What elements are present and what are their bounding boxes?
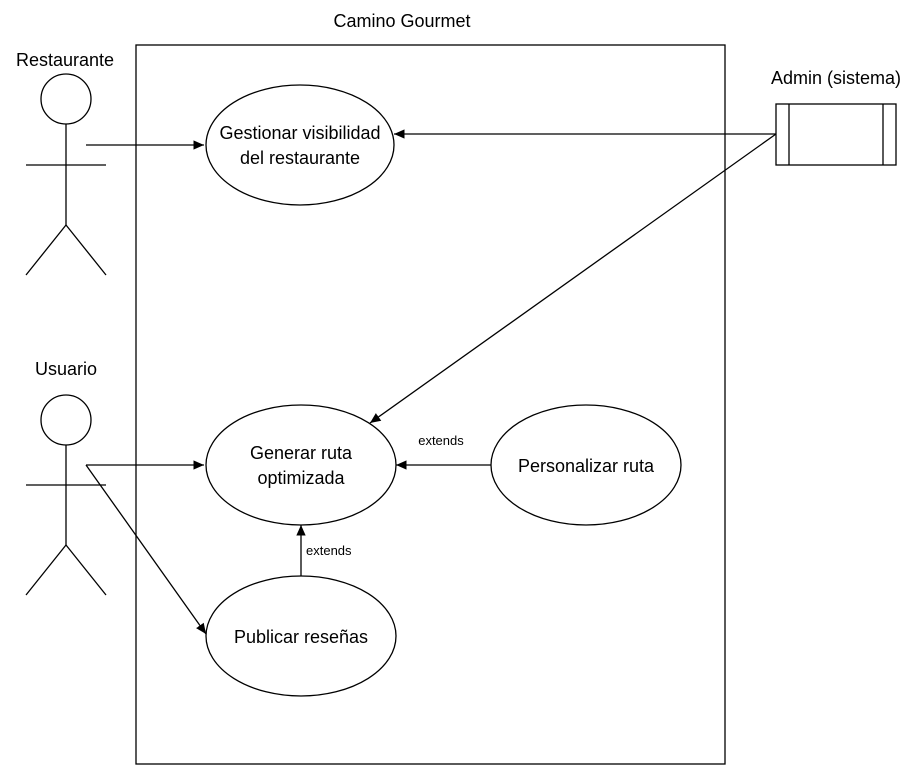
actor-restaurante-label: Restaurante [16,50,114,70]
use-case-gestionar-line1: Gestionar visibilidad [219,123,380,143]
actor-usuario-label: Usuario [35,359,97,379]
actor-restaurante: Restaurante [16,50,114,276]
extends-label-publicar: extends [306,543,352,558]
use-case-personalizar-label: Personalizar ruta [518,456,655,476]
use-case-generar-line1: Generar ruta [250,443,353,463]
actor-usuario: Usuario [25,359,107,596]
edge-usuario-publicar [85,464,207,635]
use-case-personalizar-ruta: Personalizar ruta [490,404,682,526]
use-case-gestionar-line2: del restaurante [240,148,360,168]
use-case-generar-line2: optimizada [257,468,345,488]
use-case-publicar-label: Publicar reseñas [234,627,368,647]
system-boundary [135,44,726,765]
use-case-generar-ruta: Generar ruta optimizada [205,404,397,526]
extends-label-personalizar: extends [418,433,464,448]
actor-admin: Admin (sistema) [771,68,901,166]
system-title: Camino Gourmet [333,11,470,31]
use-case-publicar-resenas: Publicar reseñas [205,575,397,697]
use-case-gestionar-visibilidad: Gestionar visibilidad del restaurante [205,84,395,206]
actor-admin-label: Admin (sistema) [771,68,901,88]
edge-admin-generar [369,133,777,424]
